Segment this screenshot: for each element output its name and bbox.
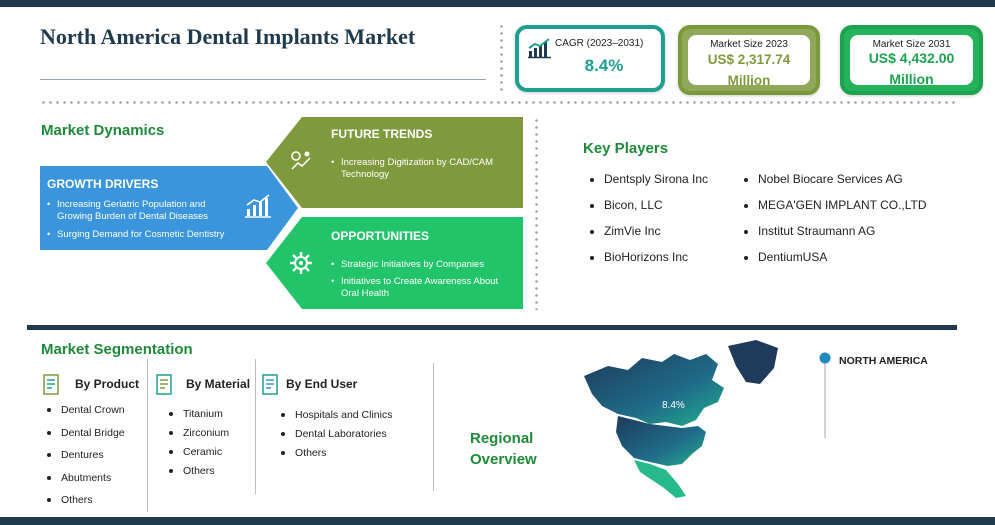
list-item: Dental Crown [47, 404, 147, 427]
list-item: Institut Straumann AG [744, 224, 964, 250]
cagr-card: CAGR (2023–2031) 8.4% [515, 25, 665, 92]
list-item: Others [47, 494, 147, 517]
section-divider [27, 325, 957, 330]
map-value-label: 8.4% [662, 400, 685, 411]
greenland-shape [728, 340, 778, 384]
list-item: Zirconium [169, 427, 259, 446]
list-item: Dental Laboratories [281, 428, 421, 447]
document-icon [43, 374, 59, 395]
canada-shape [584, 354, 724, 426]
list-item: Titanium [169, 408, 259, 427]
list-item: Surging Demand for Cosmetic Dentistry [47, 229, 237, 241]
future-trends-title: FUTURE TRENDS [331, 127, 433, 141]
dotted-separator [500, 23, 503, 93]
cagr-label: CAGR (2023–2031) [555, 38, 644, 49]
list-item: Increasing Geriatric Population and Grow… [47, 199, 237, 223]
trends-icon [291, 151, 311, 170]
key-players-left: Dentsply Sirona Inc Bicon, LLC ZimVie In… [590, 172, 760, 276]
segment-separator [255, 359, 256, 494]
size-2031-label: Market Size 2031 [872, 39, 951, 50]
key-players-right: Nobel Biocare Services AG MEGA'GEN IMPLA… [744, 172, 964, 276]
market-size-2031-card: Market Size 2031 US$ 4,432.00 Million [840, 25, 983, 95]
market-dynamics-heading: Market Dynamics [41, 122, 165, 139]
by-material-list: Titanium Zirconium Ceramic Others [169, 408, 259, 484]
list-item: Others [169, 465, 259, 484]
by-end-user-list: Hospitals and Clinics Dental Laboratorie… [281, 409, 421, 466]
list-item: Strategic Initiatives by Companies [331, 259, 501, 271]
growth-drivers-title: GROWTH DRIVERS [47, 177, 159, 191]
market-segmentation-heading: Market Segmentation [41, 341, 193, 358]
growth-chart-icon [528, 38, 551, 59]
document-icon [156, 374, 172, 395]
market-size-2023-card: Market Size 2023 US$ 2,317.74 Million [678, 25, 820, 95]
top-bar [0, 0, 995, 7]
cagr-value: 8.4% [584, 56, 624, 75]
by-material-title: By Material [186, 377, 251, 391]
by-product-title: By Product [75, 377, 140, 391]
page-title: North America Dental Implants Market [40, 24, 416, 49]
opportunities-title: OPPORTUNITIES [331, 229, 430, 243]
gear-icon [290, 252, 312, 274]
growth-drivers-list: Increasing Geriatric Population and Grow… [47, 199, 237, 241]
by-end-user-title: By End User [286, 377, 358, 391]
list-item: Nobel Biocare Services AG [744, 172, 964, 198]
list-item: DentiumUSA [744, 250, 964, 276]
size-2031-unit: Million [889, 71, 934, 87]
regional-overview-heading: Regional Overview [470, 430, 537, 468]
north-america-map: 8.4% [584, 340, 778, 498]
document-icon [262, 374, 278, 395]
list-item: MEGA'GEN IMPLANT CO.,LTD [744, 198, 964, 224]
title-underline [40, 79, 486, 80]
segment-separator [147, 359, 148, 512]
size-2023-value: US$ 2,317.74 [707, 52, 791, 67]
by-product-list: Dental Crown Dental Bridge Dentures Abut… [47, 404, 147, 517]
list-item: BioHorizons Inc [590, 250, 760, 276]
list-item: Increasing Digitization by CAD/CAM Techn… [331, 157, 501, 181]
opportunities-list: Strategic Initiatives by Companies Initi… [331, 259, 501, 300]
mexico-shape [634, 460, 686, 498]
dotted-divider [40, 101, 955, 104]
usa-shape [616, 416, 706, 466]
list-item: Dental Bridge [47, 427, 147, 450]
region-label: NORTH AMERICA [839, 355, 928, 367]
future-trends-list: Increasing Digitization by CAD/CAM Techn… [331, 157, 501, 181]
list-item: Bicon, LLC [590, 198, 760, 224]
dotted-vertical-separator [535, 117, 538, 310]
size-2023-label: Market Size 2023 [710, 39, 788, 50]
size-2031-value: US$ 4,432.00 [868, 50, 955, 66]
list-item: Dentures [47, 449, 147, 472]
region-legend-marker [819, 352, 831, 438]
key-players-heading: Key Players [583, 140, 669, 157]
list-item: ZimVie Inc [590, 224, 760, 250]
list-item: Abutments [47, 472, 147, 495]
list-item: Hospitals and Clinics [281, 409, 421, 428]
list-item: Ceramic [169, 446, 259, 465]
growth-icon [245, 194, 271, 218]
list-item: Others [281, 447, 421, 466]
bottom-bar [0, 517, 995, 525]
list-item: Initiatives to Create Awareness About Or… [331, 276, 501, 300]
segment-separator [433, 363, 434, 491]
size-2023-unit: Million [727, 73, 771, 88]
list-item: Dentsply Sirona Inc [590, 172, 760, 198]
